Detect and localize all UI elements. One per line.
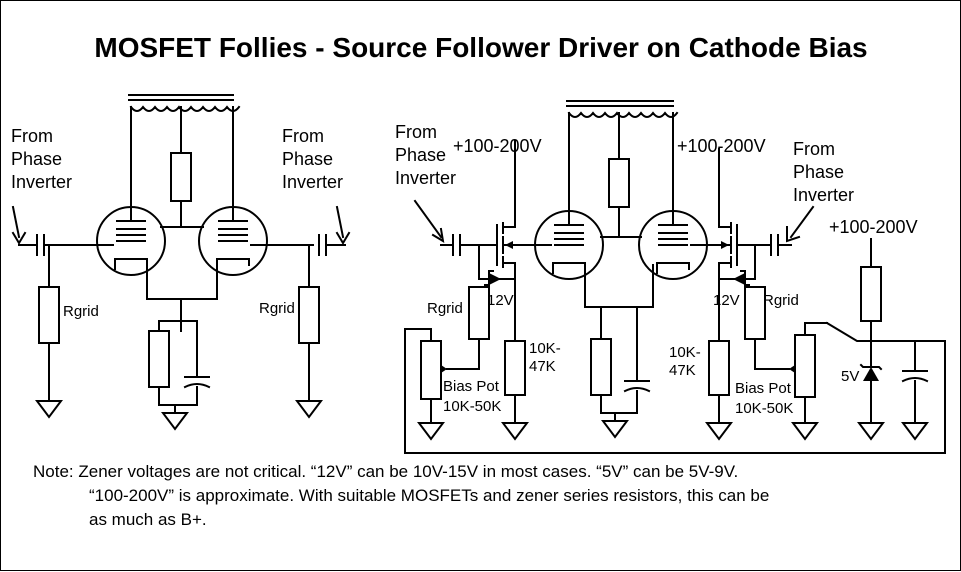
left-circuit: From Phase Inverter From Phase Inverter …: [11, 94, 351, 430]
from-pi-label-2: Phase: [395, 145, 446, 165]
mosfet-right: [690, 148, 738, 342]
bias-bus: [404, 328, 946, 454]
zener-5v: [859, 363, 883, 381]
res-range-label-1: 10K-: [529, 340, 561, 357]
ground-icon: [296, 392, 322, 418]
ground-icon: [706, 414, 732, 440]
grid-resistor-left-a: [38, 286, 60, 344]
input-arrow-right-a: [413, 199, 443, 239]
coupling-cap-right-a: [440, 234, 498, 256]
note-line-3: as much as B+.: [89, 510, 207, 529]
zener-5v-label: 5V: [841, 368, 859, 385]
from-pi-label-3: Inverter: [793, 185, 854, 205]
from-pi-label-2: Phase: [282, 149, 333, 169]
tube-left-b: [198, 206, 268, 276]
coupling-cap-left-a: [18, 234, 45, 256]
bias-pot-label-2: 10K-50K: [443, 398, 501, 415]
bplus-label: +100-200V: [453, 136, 542, 156]
bias-pot-left: [420, 340, 442, 400]
zener-12v-label: 12V: [487, 292, 514, 309]
ground-icon: [602, 412, 628, 438]
res-range-label-2: 47K: [529, 358, 556, 375]
from-pi-label-3: Inverter: [11, 172, 72, 192]
bplus-label: +100-200V: [677, 136, 766, 156]
from-pi-label-3: Inverter: [395, 168, 456, 188]
from-pi-label-1: From: [282, 126, 324, 146]
cathode-resistor-left: [148, 330, 170, 388]
source-resistor-right-b: [708, 340, 730, 396]
res-range-label-1: 10K-: [669, 344, 701, 361]
note-line-2: “100-200V” is approximate. With suitable…: [89, 486, 769, 505]
ground-icon: [858, 414, 884, 440]
bias-pot-right: [794, 334, 816, 398]
bias-pot-label-1: Bias Pot: [443, 378, 500, 395]
note-line-1: Note: Zener voltages are not critical. “…: [33, 462, 738, 481]
from-pi-label-1: From: [395, 122, 437, 142]
diagram-title: MOSFET Follies - Source Follower Driver …: [94, 32, 867, 63]
grid-resistor-right-b: [744, 286, 766, 340]
from-pi-label-2: Phase: [11, 149, 62, 169]
zener-12v-left: [484, 270, 501, 286]
grid-resistor-left-b: [298, 286, 320, 344]
coupling-cap-left-b: [318, 234, 346, 256]
bplus-label: +100-200V: [829, 217, 918, 237]
mosfet-left: [496, 140, 536, 342]
ground-icon: [902, 414, 928, 440]
rgrid-label: Rgrid: [763, 292, 799, 309]
bias-pot-label-1: Bias Pot: [735, 380, 792, 397]
source-resistor-right-a: [504, 340, 526, 396]
ground-icon: [792, 414, 818, 440]
bias-supply: [825, 238, 946, 454]
zener-12v-right: [733, 270, 750, 286]
rgrid-label: Rgrid: [63, 303, 99, 320]
cathode-resistor-right: [590, 338, 612, 396]
input-arrow-right-b: [789, 205, 815, 239]
right-circuit: From Phase Inverter +100-200V +100-200V …: [395, 100, 946, 454]
from-pi-label-3: Inverter: [282, 172, 343, 192]
output-transformer-left: [128, 94, 241, 210]
input-arrow-left-b: [335, 205, 345, 239]
from-pi-label-1: From: [11, 126, 53, 146]
rgrid-label: Rgrid: [259, 300, 295, 317]
grid-resistor-right-a: [468, 286, 490, 340]
res-range-label-2: 47K: [669, 362, 696, 379]
ground-icon: [418, 414, 444, 440]
input-arrow-left-a: [11, 205, 21, 239]
screen-resistor-left: [170, 152, 192, 202]
tube-left-a: [96, 206, 166, 276]
rgrid-label: Rgrid: [427, 300, 463, 317]
from-pi-label-1: From: [793, 139, 835, 159]
ground-icon: [36, 392, 62, 418]
bias-supply-resistor: [860, 266, 882, 322]
output-transformer-right: [566, 100, 679, 210]
zener-12v-label: 12V: [713, 292, 740, 309]
from-pi-label-2: Phase: [793, 162, 844, 182]
screen-resistor-right: [608, 158, 630, 208]
ground-icon: [162, 404, 188, 430]
ground-icon: [502, 414, 528, 440]
bias-pot-label-2: 10K-50K: [735, 400, 793, 417]
coupling-cap-right-b: [770, 234, 792, 256]
